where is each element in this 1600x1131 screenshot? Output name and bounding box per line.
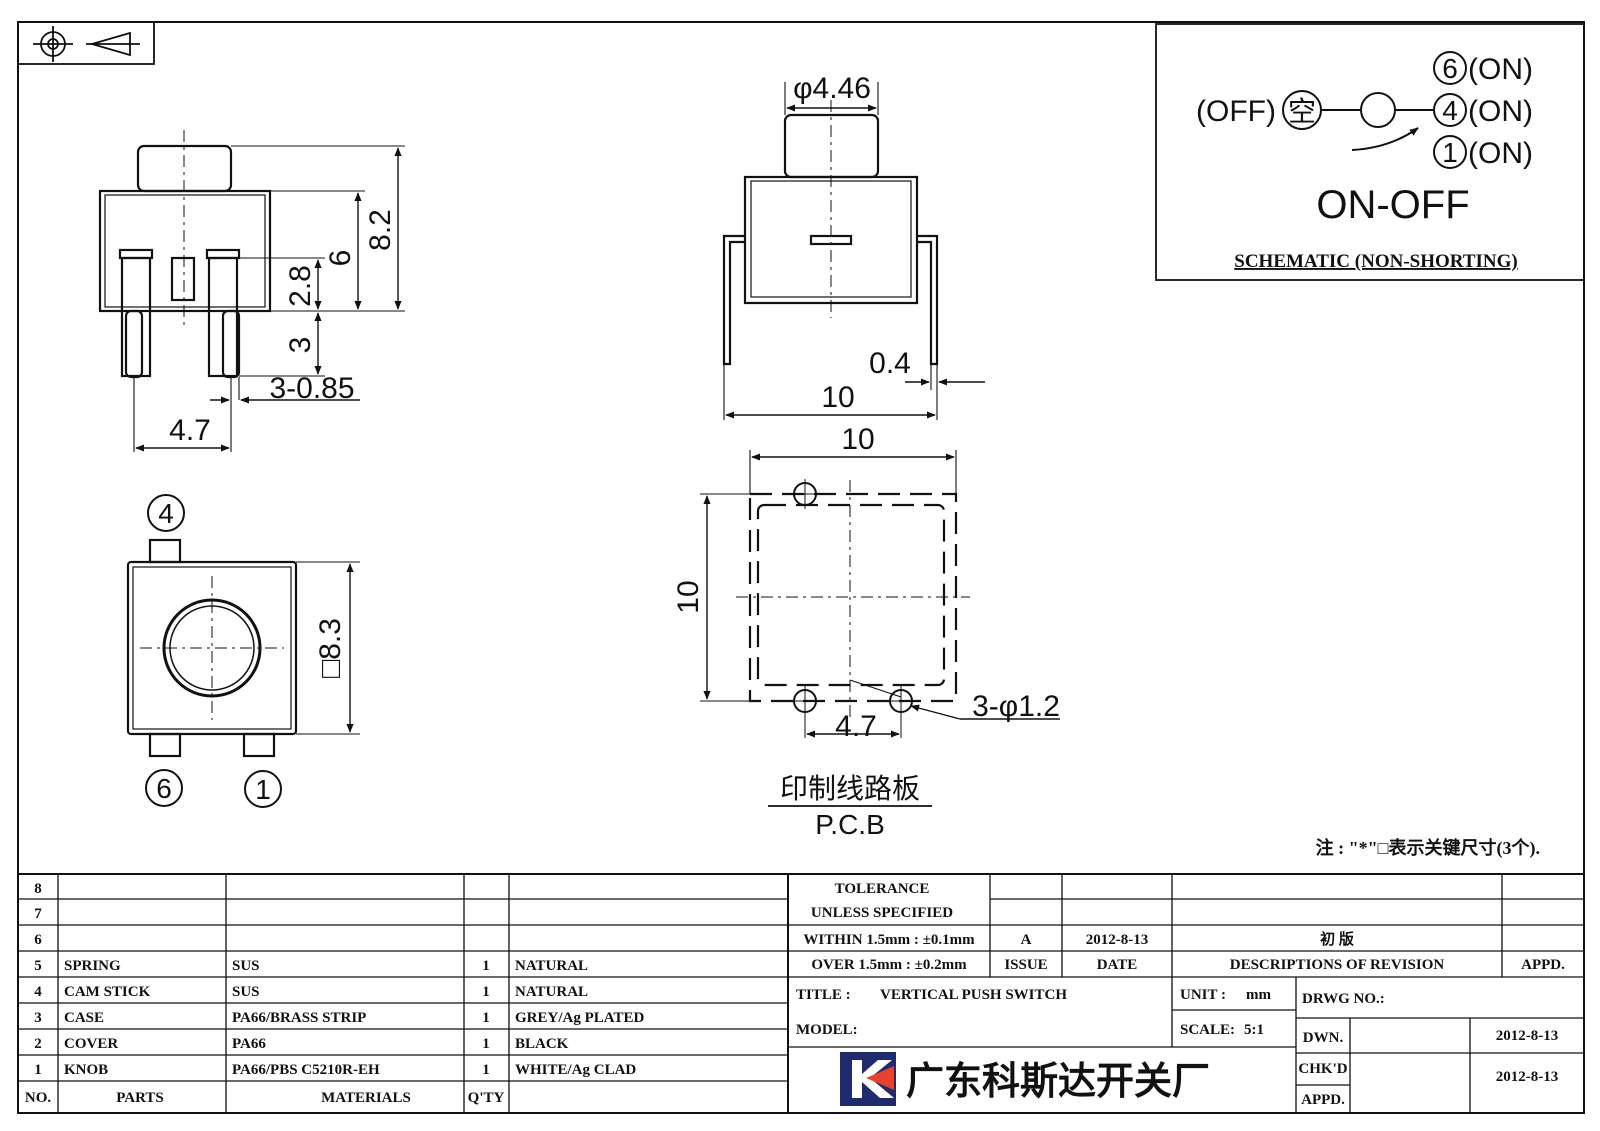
parts-row-4-no: 4 [34,984,42,1000]
parts-header-qty: Q'TY [468,1090,505,1106]
pin1-number: 1 [1442,137,1458,168]
date-label: DATE [1097,957,1138,973]
parts-row-3-part: CASE [64,1010,104,1026]
parts-row-3-material: PA66/BRASS STRIP [232,1010,366,1026]
pin6-number: 6 [1442,53,1458,84]
sheet-border [17,21,1585,1114]
parts-row-5-material: SUS [232,958,260,974]
parts-row-4-finish: NATURAL [515,984,588,1000]
parts-row-2-qty: 1 [482,1036,490,1052]
parts-row-4-material: SUS [232,984,260,1000]
revision-date: 2012-8-13 [1086,932,1149,948]
mode-label: ON-OFF [1316,183,1469,227]
dim-pin-height: 3 [284,337,317,354]
parts-row-1-qty: 1 [482,1062,490,1078]
parts-row-1-no: 1 [34,1062,42,1078]
appd2-label: APPD. [1301,1092,1345,1108]
dim-pin-width: 3-0.85 [269,372,354,405]
parts-table: 8 7 6 5 SPRING SUS 1 NATURAL 4 CAM STICK… [25,881,645,1106]
drwg-no-label: DRWG NO.: [1302,991,1385,1007]
pin-label-top: 4 [158,498,174,529]
scale-value: 5:1 [1244,1022,1264,1038]
unit-value: mm [1246,987,1271,1003]
pin4-state: (ON) [1468,95,1533,128]
parts-row-1-finish: WHITE/Ag CLAD [515,1062,636,1078]
pin-label-bottom-left: 6 [156,773,172,804]
pcb-layout [700,450,1060,738]
off-symbol: 空 [1288,96,1316,127]
pcb-label-en: P.C.B [815,809,885,840]
parts-row-5-no: 5 [34,958,42,974]
pin6-state: (ON) [1468,53,1533,86]
dwn-date: 2012-8-13 [1496,1028,1559,1044]
scale-label: SCALE: [1180,1022,1235,1038]
parts-header-materials: MATERIALS [321,1090,411,1106]
parts-header-no: NO. [25,1090,52,1106]
unit-label: UNIT : [1180,987,1226,1003]
parts-row-2-material: PA66 [232,1036,266,1052]
dwn-label: DWN. [1303,1030,1344,1046]
parts-row-3-no: 3 [34,1010,42,1026]
parts-row-7-no: 7 [34,906,42,922]
projection-symbol-icon [17,21,155,65]
parts-row-1-material: PA66/PBS C5210R-EH [232,1062,380,1078]
company-name: 广东科斯达开关厂 [906,1061,1210,1103]
parts-row-2-no: 2 [34,1036,42,1052]
parts-row-4-part: CAM STICK [64,984,151,1000]
parts-row-5-part: SPRING [64,958,121,974]
dim-knob-diameter: φ4.46 [793,72,871,105]
pin4-number: 4 [1442,95,1458,126]
title-block: TOLERANCE UNLESS SPECIFIED WITHIN 1.5mm … [796,881,1565,1108]
dim-pin-thickness: 0.4 [869,347,911,380]
company-logo-icon [840,1052,896,1106]
parts-row-8-no: 8 [34,881,42,897]
parts-row-1-part: KNOB [64,1062,108,1078]
model-label: MODEL: [796,1022,858,1038]
parts-row-6-no: 6 [34,932,42,948]
parts-row-4-qty: 1 [482,984,490,1000]
appd-label: APPD. [1521,957,1565,973]
issue-label: ISSUE [1004,957,1047,973]
dim-pin-pitch: 4.7 [169,414,211,447]
tolerance-line-4: OVER 1.5mm : ±0.2mm [811,957,967,973]
dim-front-width: 10 [821,381,854,414]
front-view [722,82,985,420]
tolerance-line-3: WITHIN 1.5mm : ±0.1mm [803,932,975,948]
title-value: VERTICAL PUSH SWITCH [880,987,1067,1003]
dim-pcb-holes: 3-φ1.2 [972,690,1060,723]
chkd-date: 2012-8-13 [1496,1069,1559,1085]
parts-header-parts: PARTS [116,1090,164,1106]
parts-row-5-qty: 1 [482,958,490,974]
parts-row-3-finish: GREY/Ag PLATED [515,1010,644,1026]
parts-row-5-finish: NATURAL [515,958,588,974]
parts-row-2-finish: BLACK [515,1036,569,1052]
title-label: TITLE : [796,987,851,1003]
schematic-box: (OFF) 空 6 4 1 (ON) (ON) (ON) ON-OFF SCHE… [1155,23,1585,281]
revision-description: 初 版 [1320,930,1354,948]
off-label: (OFF) [1196,95,1276,128]
dim-body-square: □8.3 [314,618,347,678]
parts-table-grid [18,873,1584,1113]
top-view [126,494,360,808]
dim-pcb-height: 10 [672,580,705,613]
tolerance-line-2: UNLESS SPECIFIED [811,905,953,921]
tolerance-line-1: TOLERANCE [835,881,930,897]
descriptions-label: DESCRIPTIONS OF REVISION [1230,957,1445,973]
pin1-state: (ON) [1468,137,1533,170]
dim-pcb-pitch: 4.7 [835,710,877,743]
dim-pcb-width: 10 [841,423,874,456]
parts-row-3-qty: 1 [482,1010,490,1026]
chkd-label: CHK'D [1298,1061,1347,1077]
dim-total-height: 8.2 [364,209,397,251]
schematic-caption: SCHEMATIC (NON-SHORTING) [1234,251,1517,272]
side-view [98,130,405,452]
revision-issue: A [1021,932,1032,948]
key-dimension-note: 注 : "*"□表示关键尺寸(3个). [1316,837,1540,859]
dim-body-height: 6 [324,250,357,267]
pin-label-bottom-right: 1 [255,774,271,805]
parts-row-2-part: COVER [64,1036,118,1052]
dim-mid-height: 2.8 [284,265,317,307]
pcb-label-cn: 印制线路板 [780,773,920,804]
